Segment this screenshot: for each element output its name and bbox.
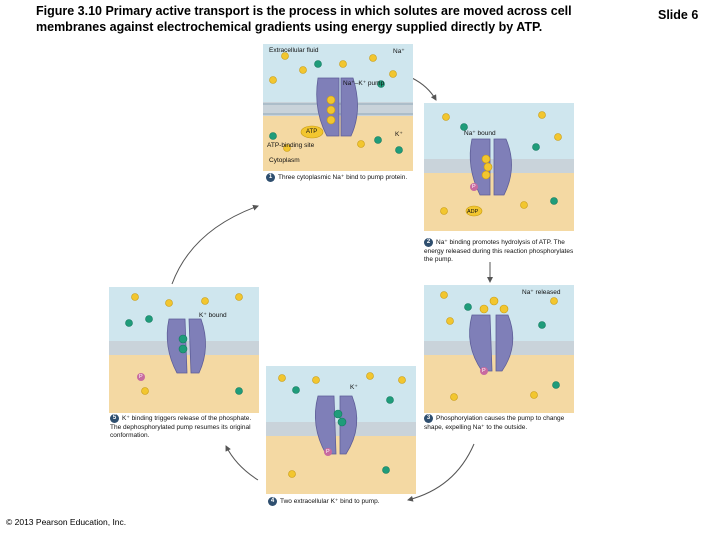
panel-4-illustration	[266, 366, 416, 494]
sodium-bound-label: Na⁺ bound	[464, 130, 496, 137]
arrow-5-to-1	[171, 204, 259, 285]
phosphate-label: P	[139, 374, 143, 380]
step-3-text: Phosphorylation causes the pump to chang…	[424, 415, 565, 431]
atp-label: ATP	[306, 129, 318, 135]
step-5-badge: 5	[110, 414, 119, 423]
step-1-badge: 1	[266, 173, 275, 182]
arrow-4-to-5	[225, 445, 259, 481]
slide-number: Slide 6	[658, 8, 699, 22]
phosphate-label: P	[326, 449, 330, 455]
pump-label: Na⁺–K⁺ pump	[343, 80, 385, 87]
step-3-badge: 3	[424, 414, 433, 423]
panel-2-illustration	[424, 103, 574, 231]
panel-step-4: K⁺ P	[266, 366, 416, 494]
phosphate-label: P	[482, 368, 486, 374]
step-4-badge: 4	[268, 497, 277, 506]
arrow-1-to-2	[411, 77, 437, 101]
adp-label: ADP	[467, 209, 479, 215]
sodium-label: Na⁺	[393, 48, 405, 55]
panel-step-2: Na⁺ bound P ADP	[424, 103, 574, 231]
panel-3-illustration	[424, 285, 574, 413]
phosphate-label: P	[472, 184, 476, 190]
step-4-text: Two extracellular K⁺ bind to pump.	[280, 498, 380, 506]
panel-5-illustration	[109, 287, 259, 413]
extracellular-fluid-label: Extracellular fluid	[269, 47, 319, 54]
panel-step-5: K⁺ bound P	[109, 287, 259, 413]
step-1-text: Three cytoplasmic Na⁺ bind to pump prote…	[278, 174, 408, 182]
step-5-text: K⁺ binding triggers release of the phosp…	[110, 415, 252, 440]
cytoplasm-label: Cytoplasm	[269, 157, 300, 164]
panel-step-1: Extracellular fluid Na⁺ Na⁺–K⁺ pump ATP …	[263, 44, 413, 171]
step-2-text: Na⁺ binding promotes hydrolysis of ATP. …	[424, 239, 574, 264]
figure-title: Figure 3.10 Primary active transport is …	[36, 4, 572, 34]
arrow-3-to-4	[407, 443, 475, 502]
potassium-bound-label: K⁺ bound	[199, 312, 227, 319]
atp-binding-site-label: ATP-binding site	[267, 142, 315, 149]
panel-1-illustration	[263, 44, 413, 171]
panel-step-3: Na⁺ released P	[424, 285, 574, 413]
step-2-badge: 2	[424, 238, 433, 247]
potassium-label: K⁺	[395, 131, 403, 138]
sodium-released-label: Na⁺ released	[522, 289, 561, 296]
potassium-label: K⁺	[350, 384, 358, 391]
copyright: © 2013 Pearson Education, Inc.	[6, 517, 127, 527]
